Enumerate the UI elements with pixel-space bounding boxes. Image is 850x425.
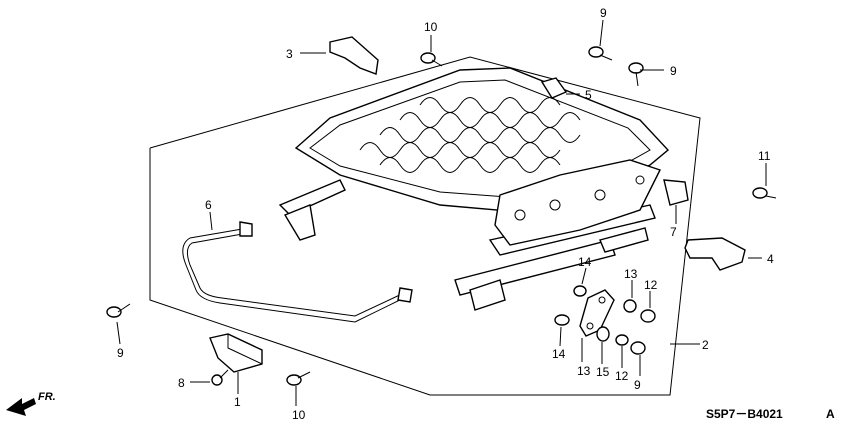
callout-12-lower: 9 bbox=[634, 378, 641, 392]
callout-10-right: 11 bbox=[758, 149, 771, 163]
bolt-10-top bbox=[420, 52, 443, 67]
bolt-9-bottom bbox=[286, 371, 311, 386]
assembly-boundary bbox=[149, 56, 701, 396]
callout-14-upper: 14 bbox=[578, 255, 592, 269]
part-3-side-cover bbox=[329, 36, 379, 75]
callout-10-top: 10 bbox=[424, 20, 438, 34]
callout-15: 15 bbox=[596, 365, 610, 379]
part-4-side-cover bbox=[684, 237, 746, 271]
callout-7: 7 bbox=[670, 225, 677, 239]
part-5-clip bbox=[540, 77, 568, 99]
callout-13-upper: 13 bbox=[624, 267, 638, 281]
bolt-9-right bbox=[628, 62, 644, 87]
part-7-bracket bbox=[663, 179, 689, 206]
front-direction-label: FR. bbox=[38, 391, 56, 403]
callout-1: 1 bbox=[234, 395, 241, 409]
part-14-washer-b bbox=[554, 314, 570, 326]
part-1-switch bbox=[209, 333, 263, 373]
callout-9-top: 9 bbox=[600, 6, 607, 20]
seat-frame bbox=[278, 67, 670, 311]
bolt-9-upper bbox=[588, 46, 613, 61]
callout-5: 5 bbox=[585, 88, 592, 102]
diagram-code-suffix: A bbox=[826, 407, 835, 421]
part-14-washer-a bbox=[573, 285, 587, 297]
leader-lines bbox=[116, 19, 767, 406]
part-11-link-plate bbox=[579, 289, 615, 337]
callout-11: 13 bbox=[577, 364, 591, 378]
callout-4: 4 bbox=[767, 252, 774, 266]
callout-9-left: 9 bbox=[117, 346, 124, 360]
callout-13-lower: 12 bbox=[615, 369, 629, 383]
callout-8: 8 bbox=[178, 376, 185, 390]
part-8-screw bbox=[211, 369, 229, 386]
part-12-nut-b bbox=[630, 341, 646, 355]
part-13-washer-b bbox=[615, 334, 629, 346]
front-direction-arrow: FR. bbox=[6, 391, 56, 416]
callout-14-lower: 14 bbox=[552, 347, 566, 361]
callout-3: 3 bbox=[286, 47, 293, 61]
callout-9-right: 9 bbox=[670, 64, 677, 78]
diagram-code: S5P7－B4021 bbox=[706, 407, 783, 421]
callout-6: 6 bbox=[205, 198, 212, 212]
callout-2: 2 bbox=[702, 338, 709, 352]
part-12-nut-a bbox=[640, 309, 656, 323]
part-13-washer-a bbox=[623, 299, 637, 313]
bolt-10-right bbox=[752, 187, 777, 199]
part-6-wire-rod bbox=[182, 227, 409, 323]
callout-9-bottom: 10 bbox=[292, 408, 306, 422]
callout-12-upper: 12 bbox=[644, 278, 658, 292]
bolt-9-left bbox=[106, 303, 131, 318]
part-15-bushing bbox=[596, 326, 610, 342]
